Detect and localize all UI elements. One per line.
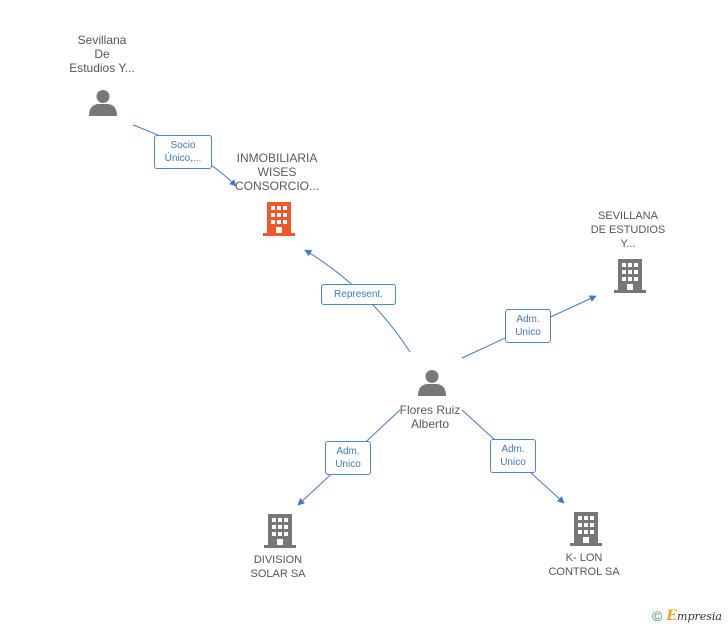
edge-label-adm-sevillana[interactable]: Adm. Unico (505, 309, 551, 343)
brand-footer[interactable]: ©Empresia (652, 608, 722, 624)
building-icon[interactable] (614, 259, 646, 293)
building-icon[interactable] (570, 512, 602, 546)
edge-label-represent[interactable]: Represent. (321, 284, 396, 305)
node-klon-label: K- LON CONTROL SA (548, 552, 620, 578)
person-icon[interactable] (88, 88, 118, 118)
brand-logo-initial: E (666, 608, 678, 624)
building-icon[interactable] (263, 202, 295, 236)
person-icon[interactable] (417, 368, 447, 398)
node-flores-label: Flores Ruiz Alberto (399, 403, 461, 431)
copyright-icon: © (652, 608, 663, 624)
node-inmobiliaria-label: INMOBILIARIA WISES CONSORCIO... (234, 151, 319, 193)
brand-logo-text: mpresia (677, 610, 722, 623)
edge-label-adm-klon[interactable]: Adm. Unico (490, 439, 536, 473)
edge-label-adm-division[interactable]: Adm. Unico (325, 441, 371, 475)
edge-label-socio[interactable]: Socio Único,... (154, 135, 212, 169)
node-sevillana-person-label: Sevillana De Estudios Y... (69, 33, 135, 75)
building-icon[interactable] (264, 514, 296, 548)
node-sevillana-company-label: SEVILLANA DE ESTUDIOS Y... (590, 210, 666, 250)
node-division-label: DIVISION SOLAR SA (250, 554, 306, 580)
